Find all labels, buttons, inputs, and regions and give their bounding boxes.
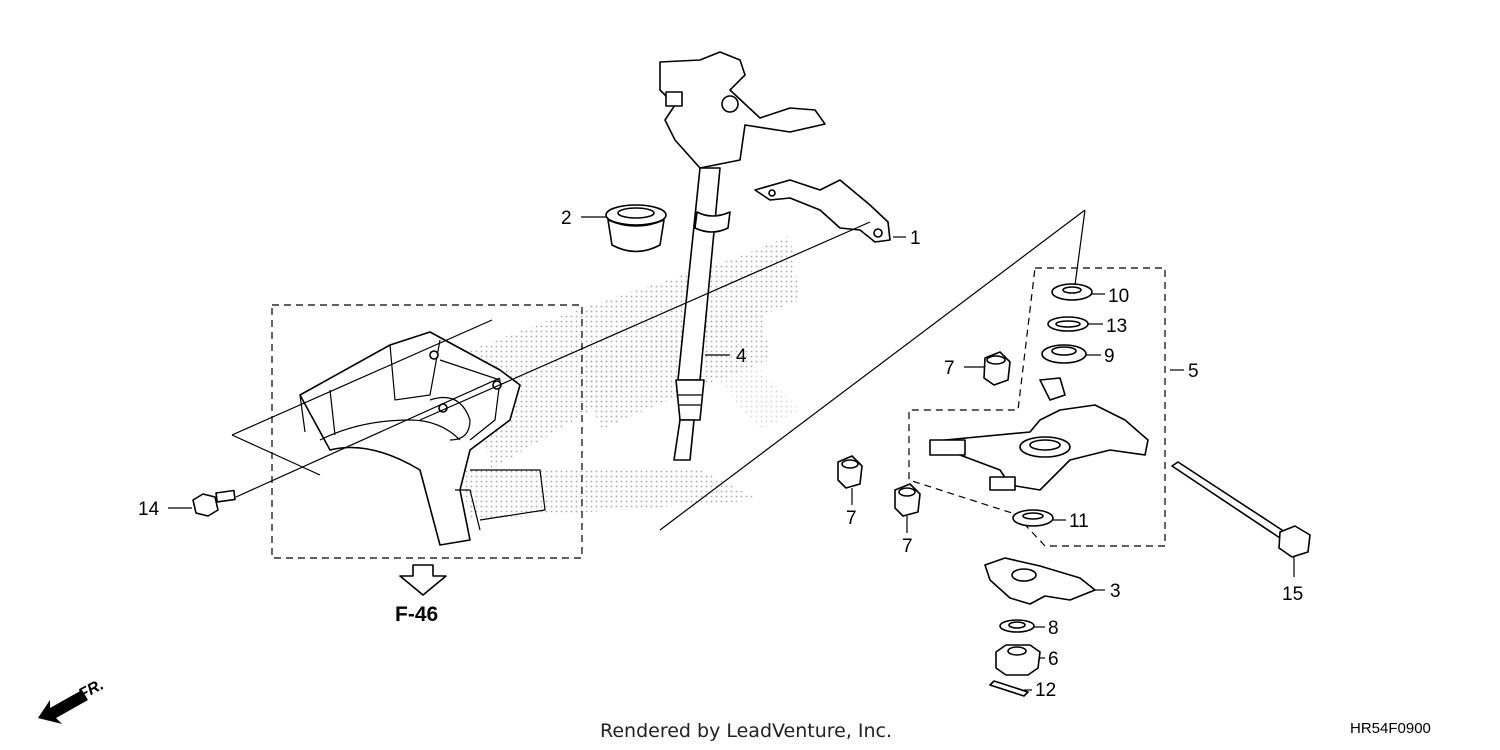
- reference-label: F-46: [395, 603, 438, 626]
- part-14-bolt: [168, 489, 236, 517]
- callout-1: 1: [910, 228, 921, 249]
- part-13-ring: [1047, 316, 1103, 332]
- part-2-seal: [581, 204, 667, 253]
- callout-6: 6: [1048, 649, 1059, 670]
- front-direction-arrow: [38, 690, 88, 724]
- callout-10: 10: [1108, 286, 1129, 307]
- leader-lines: [235, 209, 1086, 531]
- rendered-by-footer: Rendered by LeadVenture, Inc.: [600, 720, 893, 742]
- part-7-nut-c: [894, 483, 921, 533]
- callout-5: 5: [1188, 361, 1199, 382]
- part-4-steering-shaft: [659, 51, 826, 461]
- callout-13: 13: [1106, 316, 1127, 337]
- part-7-nut-b: [837, 455, 863, 505]
- diagram-code: HR54F0900: [1350, 720, 1431, 737]
- callout-11: 11: [1069, 511, 1089, 532]
- part-12-cotter-pin: [989, 680, 1032, 697]
- callout-14: 14: [138, 499, 160, 520]
- part-8-washer: [999, 619, 1045, 633]
- part-10-bearing: [1051, 283, 1105, 301]
- part-5-knuckle-assembly: [908, 267, 1184, 547]
- callout-15: 15: [1282, 584, 1303, 605]
- part-3-plate: [984, 557, 1105, 605]
- part-11-seal: [1012, 509, 1066, 527]
- watermark-stipple: [460, 235, 800, 520]
- part-9-bearing: [1041, 344, 1101, 364]
- reference-arrow: [399, 564, 447, 596]
- part-7-nut-a: [964, 351, 1011, 386]
- callout-2: 2: [561, 208, 572, 229]
- callout-12: 12: [1035, 680, 1056, 701]
- callout-7-a: 7: [944, 358, 955, 379]
- callout-7-c: 7: [902, 536, 913, 557]
- callout-7-b: 7: [846, 508, 857, 529]
- part-1-bracket: [754, 179, 906, 243]
- callout-9: 9: [1104, 346, 1115, 367]
- part-6-nut: [995, 644, 1045, 676]
- callout-4: 4: [736, 346, 747, 367]
- part-15-long-bolt: [1171, 461, 1311, 577]
- callout-3: 3: [1110, 581, 1121, 602]
- callout-8: 8: [1048, 618, 1059, 639]
